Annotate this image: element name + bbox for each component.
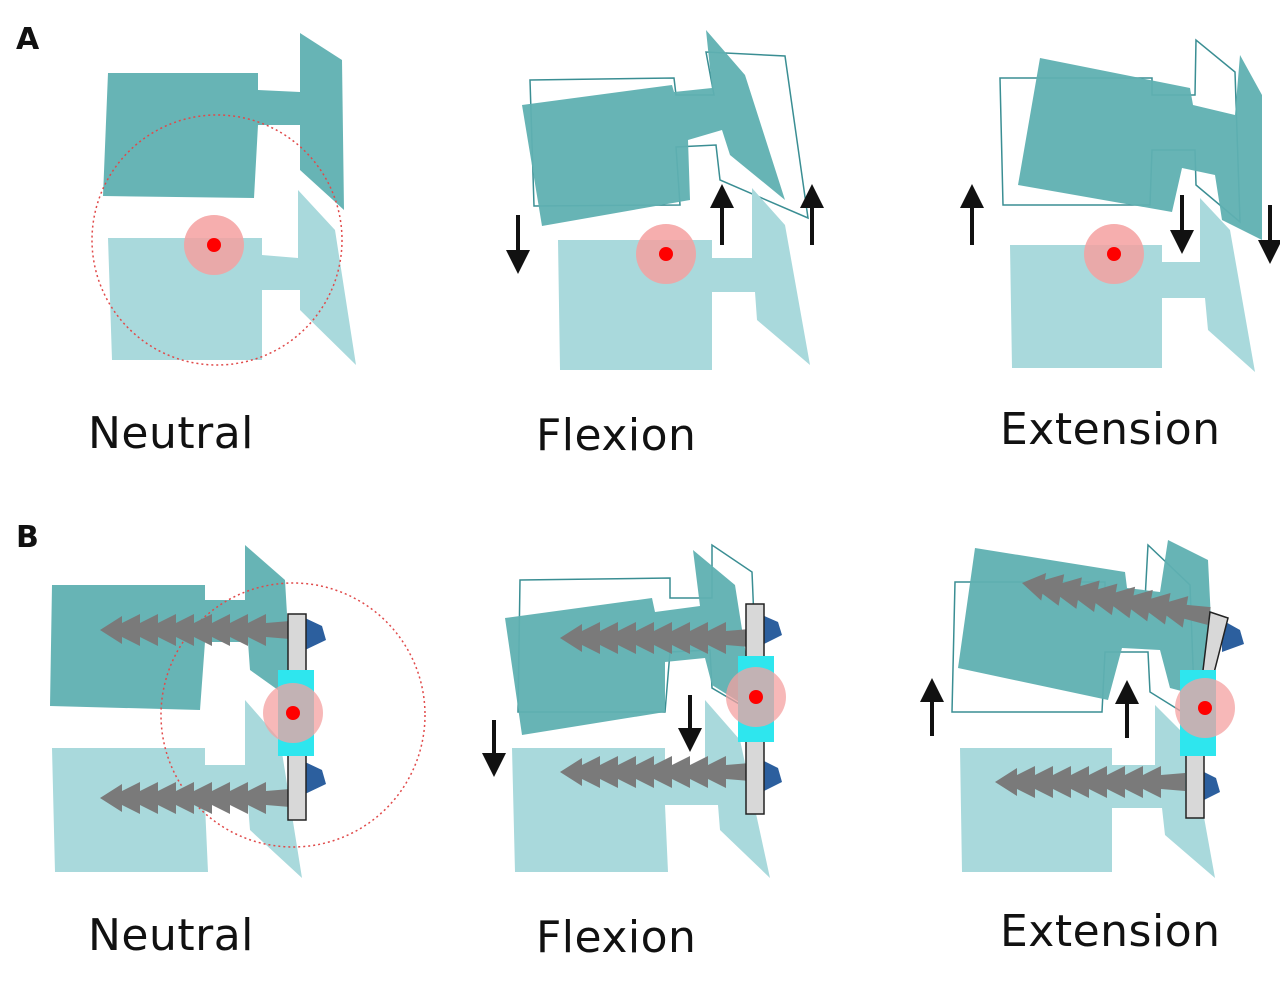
rotation-center: [1107, 247, 1121, 261]
lower-screw-head: [762, 760, 782, 792]
upper-screw-head: [305, 618, 326, 650]
upper-screw-head: [762, 615, 782, 645]
panel-b-neutral: [50, 545, 426, 878]
panel-b-letter: B: [16, 520, 39, 555]
lower-screw-head: [1200, 770, 1220, 802]
upper-screw-head: [1222, 620, 1244, 652]
lower-vertebra: [108, 190, 356, 365]
rotation-arc: [91, 114, 343, 366]
panel-b: [50, 540, 1244, 878]
lower-vertebra: [1010, 198, 1255, 372]
rotation-center: [1198, 701, 1212, 715]
panel-b-flexion: [482, 543, 786, 878]
caption-b-neutral: Neutral: [88, 910, 254, 961]
caption-a-extension: Extension: [1000, 404, 1221, 455]
caption-b-flexion: Flexion: [536, 912, 697, 963]
lower-vertebra: [52, 700, 302, 878]
rotation-arc: [160, 582, 426, 848]
panel-a-flexion: [506, 30, 824, 370]
panel-b-extension: [920, 540, 1244, 878]
panel-a-neutral: [91, 33, 356, 366]
caption-a-neutral: Neutral: [88, 408, 254, 459]
lower-vertebra: [558, 188, 810, 370]
lower-vertebra: [512, 700, 770, 878]
rotation-center: [749, 690, 763, 704]
rotation-center: [286, 706, 300, 720]
panel-a-extension: [960, 38, 1280, 372]
panel-a-letter: A: [16, 22, 40, 57]
caption-b-extension: Extension: [1000, 906, 1221, 957]
upper-vertebra: [958, 540, 1215, 700]
upper-vertebra: [1018, 55, 1262, 240]
panel-a: [91, 30, 1280, 372]
upper-vertebra: [103, 33, 344, 210]
rotation-center: [659, 247, 673, 261]
lower-screw-head: [305, 762, 326, 794]
upper-vertebra: [522, 30, 785, 226]
rotation-center: [207, 238, 221, 252]
caption-a-flexion: Flexion: [536, 410, 697, 461]
